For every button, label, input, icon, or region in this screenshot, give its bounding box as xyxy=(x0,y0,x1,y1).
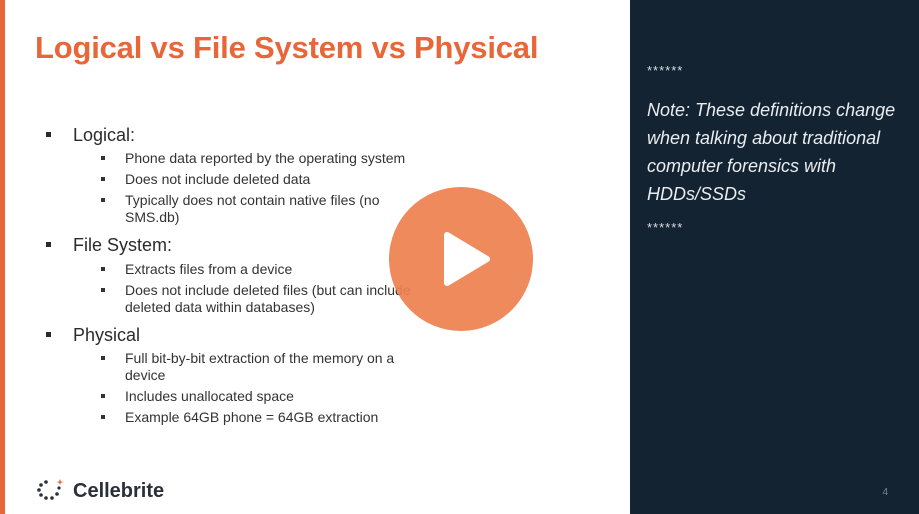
cellebrite-logo-icon xyxy=(37,479,64,500)
bullet-marker xyxy=(46,132,51,137)
bullet-marker xyxy=(101,198,105,202)
sub-bullet-text: Full bit-by-bit extraction of the memory… xyxy=(125,350,395,383)
sub-bullet-text: Phone data reported by the operating sys… xyxy=(125,150,406,166)
page-number: 4 xyxy=(882,487,888,498)
speaker-notes-panel: ****** Note: These definitions change wh… xyxy=(630,0,919,514)
sub-bullet-text: Includes unallocated space xyxy=(125,388,294,404)
bullet-heading: Physical xyxy=(73,325,141,345)
notes-separator-bottom: ****** xyxy=(647,220,684,235)
bullet-marker xyxy=(101,156,105,160)
slide-title: Logical vs File System vs Physical xyxy=(35,30,539,65)
bullet-marker xyxy=(101,177,105,181)
notes-text: Note: These definitions change when talk… xyxy=(647,100,896,204)
sub-bullet-text: Does not include deleted files (but can … xyxy=(125,282,411,315)
bullet-marker xyxy=(101,394,105,398)
logo-text: Cellebrite xyxy=(73,480,165,502)
play-button[interactable] xyxy=(389,187,533,331)
slide: Logical vs File System vs Physical Logic… xyxy=(0,0,539,514)
bullet-marker xyxy=(101,415,105,419)
sub-bullet-text: Does not include deleted data xyxy=(125,171,311,187)
bullet-heading: Logical: xyxy=(73,125,136,145)
play-icon xyxy=(444,232,490,286)
sub-bullet-text: Typically does not contain native files … xyxy=(125,192,380,225)
bullet-marker xyxy=(101,356,105,360)
accent-bar xyxy=(0,0,5,514)
sub-bullet-text: Example 64GB phone = 64GB extraction xyxy=(125,409,379,425)
sub-bullet-text: Extracts files from a device xyxy=(125,261,293,277)
notes-separator-top: ****** xyxy=(647,63,684,78)
bullet-marker xyxy=(46,242,51,247)
bullet-marker xyxy=(101,288,105,292)
bullet-marker xyxy=(46,332,51,337)
bullet-marker xyxy=(101,267,105,271)
bullet-heading: File System: xyxy=(73,235,173,255)
